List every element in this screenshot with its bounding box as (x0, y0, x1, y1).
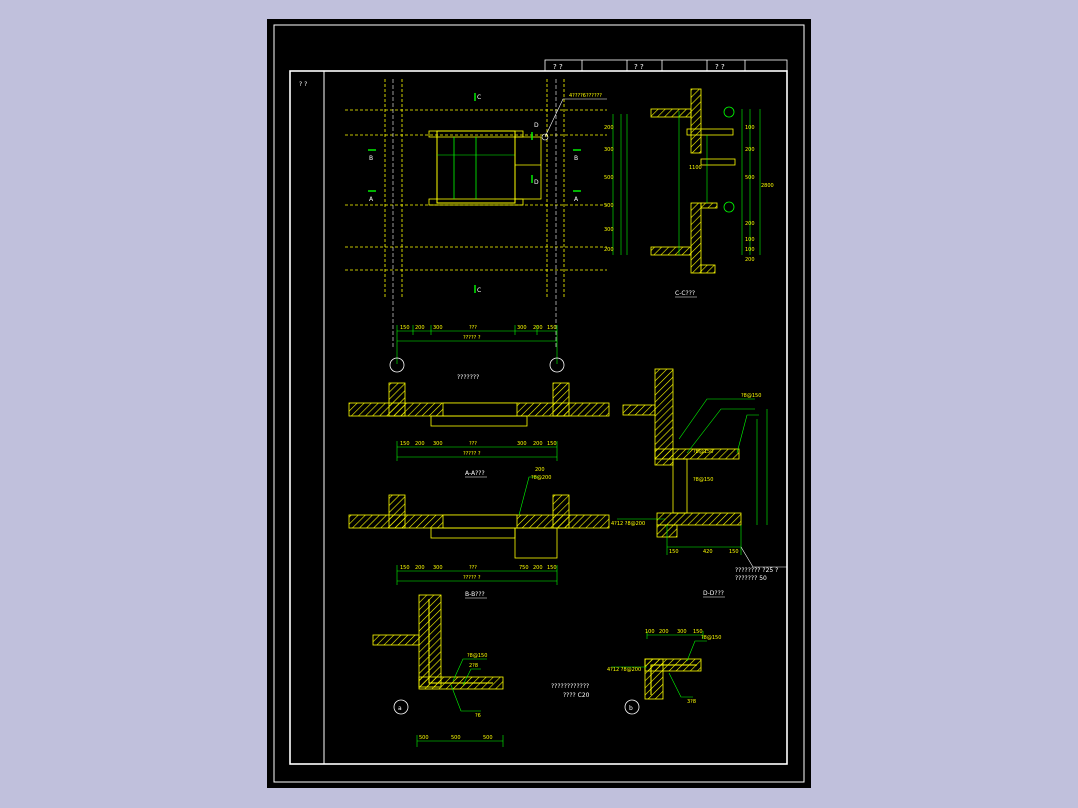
plan-dim-5: 300 (517, 325, 527, 331)
section-c-dim-right-4: 1100 (689, 165, 702, 171)
section-b-dim-3: 300 (433, 565, 443, 571)
section-c-dim-right-5: 200 (745, 221, 755, 227)
general-note-line-2: ???? C20 (563, 692, 590, 699)
section-mark-a-right: A (574, 196, 579, 203)
section-mark-a-left: A (369, 196, 374, 203)
grid-axis-bubble-2 (549, 357, 565, 373)
section-b-dim-4: ??? (469, 565, 477, 571)
detail-b-dim-2: 200 (659, 629, 669, 635)
title-block-cell-3: ? ? (715, 63, 725, 71)
plan-view: C C B B A A D D 4????6?????? 150 200 300… (345, 79, 607, 381)
section-a-a: 150 200 300 ??? 300 200 150 ????? ? A-A?… (348, 382, 610, 478)
section-c-dim-right-2: 200 (745, 147, 755, 153)
detail-a-callout-1: ?8@150 (467, 653, 487, 659)
section-a-title: A-A??? (465, 470, 485, 477)
section-b-dim-2: 200 (415, 565, 425, 571)
section-c-dim-right-6: 100 (745, 237, 755, 243)
detail-b-callout-1: ?8@150 (701, 635, 721, 641)
section-c-dim-right-1: 100 (745, 125, 755, 131)
detail-a-callout-3: ?6 (475, 713, 481, 719)
plan-dim-7: 150 (547, 325, 557, 331)
section-b-dim-6: 200 (533, 565, 543, 571)
section-b-dim-sub: ????? ? (463, 575, 481, 581)
section-d-callout-2: ?8@150 (693, 449, 713, 455)
plan-dim-3: 300 (433, 325, 443, 331)
section-c-dim-left-4: 500 (604, 203, 614, 209)
plan-dim-sub: ????? ? (463, 335, 481, 341)
section-c-dim-left-5: 300 (604, 227, 614, 233)
plan-dim-6: 200 (533, 325, 543, 331)
section-d-callout-3: ?8@150 (693, 477, 713, 483)
title-block: ? ? ? ? ? ? (544, 59, 788, 72)
section-a-dim-sub: ????? ? (463, 451, 481, 457)
section-c-dim-left-2: 300 (604, 147, 614, 153)
section-d-callout-4: 4?12 ?8@200 (611, 521, 645, 527)
section-a-dim-7: 150 (547, 441, 557, 447)
plan-dim-2: 200 (415, 325, 425, 331)
section-d-dim-1: 150 (669, 549, 679, 555)
title-block-cell-2: ? ? (634, 63, 644, 71)
section-d-note-1: ???????? ?25 ? (735, 567, 778, 574)
section-c-dim-right-3: 500 (745, 175, 755, 181)
section-a-dim-3: 300 (433, 441, 443, 447)
section-a-dim-1: 150 (400, 441, 410, 447)
section-c-dim-left-6: 200 (604, 247, 614, 253)
section-b-callout-2: ?8@200 (531, 475, 551, 481)
detail-a-dim-1: 500 (419, 735, 429, 741)
grid-axis-bubble-1 (389, 357, 405, 373)
section-b-dim-5: 750 (519, 565, 529, 571)
section-c-title: C-C??? (675, 290, 695, 297)
section-d-note-2: ??????? 50 (735, 575, 767, 582)
section-b-dim-7: 150 (547, 565, 557, 571)
detail-b: 100 200 300 150 ?8@150 4?12 ?8@200 3?8 b (607, 629, 721, 715)
section-b-title: B-B??? (465, 591, 485, 598)
detail-b-callout-3: 3?8 (687, 699, 696, 705)
section-mark-c-top: C (477, 94, 481, 101)
section-d-d: ?8@150 ?8@150 ?8@150 4?12 ?8@200 150 420… (611, 368, 787, 598)
inner-frame (289, 70, 788, 765)
plan-title: ??????? (457, 374, 479, 381)
general-note-line-1: ???????????? (551, 683, 589, 690)
section-c-dim-left-3: 500 (604, 175, 614, 181)
section-a-dim-2: 200 (415, 441, 425, 447)
detail-a-dim-2: 500 (451, 735, 461, 741)
section-mark-b-left: B (369, 155, 373, 162)
section-b-dim-1: 150 (400, 565, 410, 571)
section-b-b: 200 ?8@200 150 200 300 ??? 750 200 150 ?… (348, 467, 610, 599)
section-d-dim-2: 420 (703, 549, 713, 555)
detail-a-label: a (398, 705, 402, 712)
section-mark-d-top: D (534, 122, 539, 129)
detail-b-dim-3: 300 (677, 629, 687, 635)
cad-drawing: ? ? ? ? ? ? ? ? (267, 19, 811, 788)
section-d-title: D-D??? (703, 590, 724, 597)
detail-b-label: b (629, 705, 633, 712)
section-d-callout-1: ?8@150 (741, 393, 761, 399)
detail-a-dim-3: 500 (483, 735, 493, 741)
section-c-dim-left-1: 200 (604, 125, 614, 131)
title-block-cell-1: ? ? (553, 63, 563, 71)
section-c-c: 200 300 500 500 300 200 1100 100 200 500… (604, 88, 774, 298)
detail-a: ?8@150 2?8 ?6 500 500 500 a (372, 594, 504, 747)
section-mark-b-right: B (574, 155, 578, 162)
section-a-dim-4: ??? (469, 441, 477, 447)
plan-dim-1: 150 (400, 325, 410, 331)
section-a-dim-6: 200 (533, 441, 543, 447)
section-a-dim-5: 300 (517, 441, 527, 447)
plan-callout: 4????6?????? (569, 93, 602, 99)
section-c-dim-right-8: 200 (745, 257, 755, 263)
drawing-sheet: ? ? ? ? ? ? ? ? (267, 19, 811, 788)
outer-frame (273, 24, 805, 783)
section-b-callout-1: 200 (535, 467, 545, 473)
detail-b-dim-1: 100 (645, 629, 655, 635)
margin-note: ? ? (299, 81, 307, 88)
section-c-dim-right-7: 100 (745, 247, 755, 253)
section-mark-c-bottom: C (477, 287, 481, 294)
detail-b-dim-4: 150 (693, 629, 703, 635)
section-c-total: 2800 (761, 183, 774, 189)
section-d-dim-3: 150 (729, 549, 739, 555)
detail-a-callout-2: 2?8 (469, 663, 478, 669)
plan-dim-4: ??? (469, 325, 477, 331)
section-mark-d-bottom: D (534, 179, 539, 186)
detail-b-callout-2: 4?12 ?8@200 (607, 667, 641, 673)
